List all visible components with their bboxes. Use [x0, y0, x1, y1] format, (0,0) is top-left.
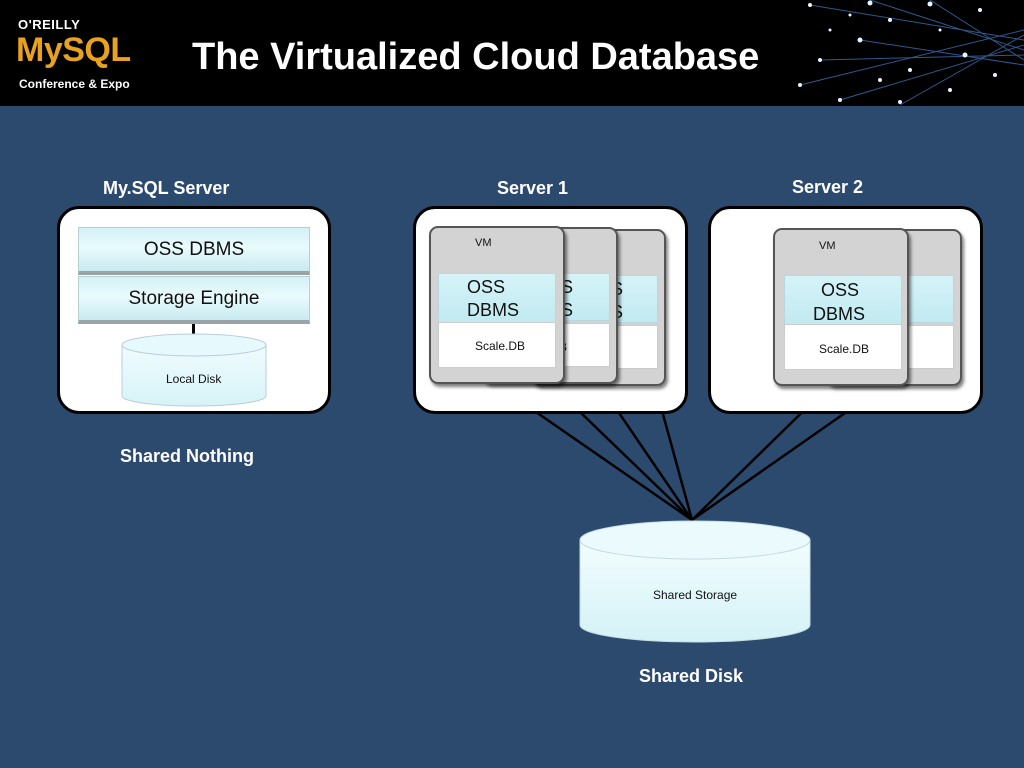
server-2-label: Server 2	[792, 177, 864, 197]
slide-title: The Virtualized Cloud Database	[192, 36, 760, 78]
server-1-vm-front: VM OSS DBMS Scale.DB	[429, 226, 565, 384]
fiber-optic-decoration	[798, 0, 1024, 106]
logo-oreilly: O'REILLY	[18, 17, 81, 32]
header-banner: O'REILLY MySQL Conference & Expo The Vir…	[0, 0, 1024, 106]
shared-nothing-caption: Shared Nothing	[120, 446, 254, 466]
engine-disk-connector	[192, 324, 195, 344]
vm-oss-dbms: OSS DBMS	[438, 273, 556, 323]
server-1-label: Server 1	[497, 178, 569, 198]
vm-label: VM	[819, 240, 836, 252]
mysql-server-label: My.SQL Server	[103, 178, 230, 198]
shared-storage-label: Shared Storage	[653, 588, 738, 602]
local-disk-label: Local Disk	[166, 372, 222, 386]
oss-dbms-layer: OSS DBMS	[78, 227, 310, 275]
logo-mysql: MySQL	[16, 31, 131, 69]
vm-oss-dbms: OSS DBMS	[784, 275, 902, 325]
shared-disk-caption: Shared Disk	[639, 666, 744, 686]
server-2-vm-front: VM OSS DBMS Scale.DB	[773, 228, 909, 386]
vm-label: VM	[475, 237, 492, 249]
logo-subtitle: Conference & Expo	[19, 77, 130, 91]
vm-scaledb: Scale.DB	[784, 324, 902, 370]
vm-scaledb: Scale.DB	[438, 322, 556, 368]
storage-engine-layer: Storage Engine	[78, 276, 310, 324]
